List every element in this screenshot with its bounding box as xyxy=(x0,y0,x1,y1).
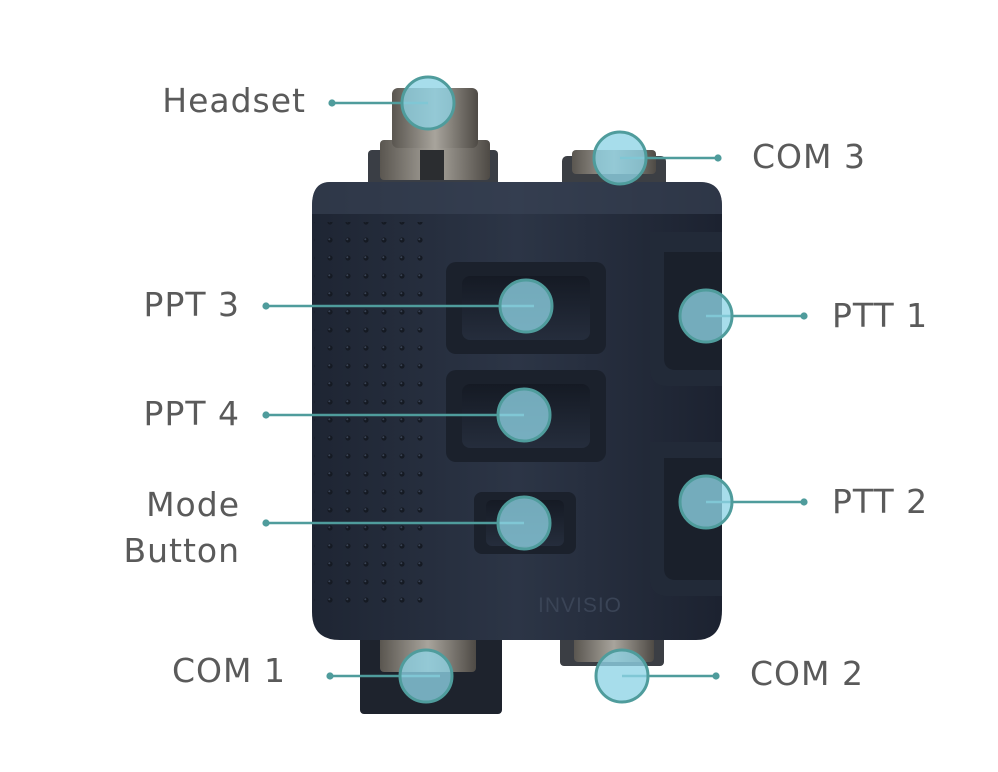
label-mode-line1: Mode xyxy=(146,485,240,524)
label-ppt3: PPT 3 xyxy=(143,285,240,324)
callout-marker-ptt2 xyxy=(678,474,734,530)
label-mode-button: Mode Button xyxy=(123,482,240,573)
label-ppt4: PPT 4 xyxy=(143,394,240,433)
callout-marker-ppt3 xyxy=(498,278,554,334)
callout-marker-ppt4 xyxy=(496,387,552,443)
callout-marker-headset xyxy=(400,75,456,131)
callout-marker-com3 xyxy=(592,130,648,186)
leader-end-dots xyxy=(262,99,808,680)
label-mode-line2: Button xyxy=(123,530,240,570)
label-ptt1: PTT 1 xyxy=(832,296,929,335)
callout-marker-com1 xyxy=(398,648,454,704)
callout-marker-mode xyxy=(496,495,552,551)
label-com3: COM 3 xyxy=(752,137,866,176)
callout-marker-com2 xyxy=(594,648,650,704)
callout-marker-ptt1 xyxy=(678,288,734,344)
label-headset: Headset xyxy=(162,81,306,120)
label-com2: COM 2 xyxy=(750,654,864,693)
label-com1: COM 1 xyxy=(172,651,286,690)
label-ptt2: PTT 2 xyxy=(832,482,929,521)
brand-logo-text: INVISIO xyxy=(538,594,622,617)
